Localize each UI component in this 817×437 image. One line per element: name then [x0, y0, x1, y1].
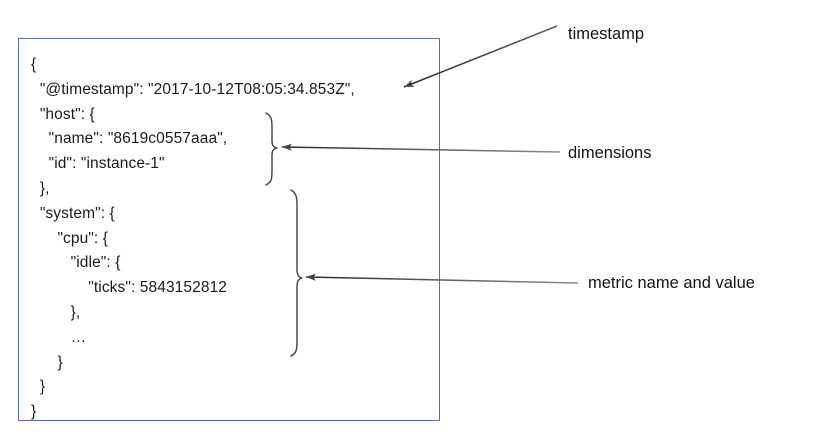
callout-label-timestamp: timestamp	[568, 25, 645, 43]
json-document-box: { "@timestamp": "2017-10-12T08:05:34.853…	[18, 38, 440, 421]
json-document-text: { "@timestamp": "2017-10-12T08:05:34.853…	[31, 56, 355, 421]
callout-label-dimensions: dimensions	[568, 144, 652, 162]
callout-label-metric: metric name and value	[588, 274, 755, 292]
